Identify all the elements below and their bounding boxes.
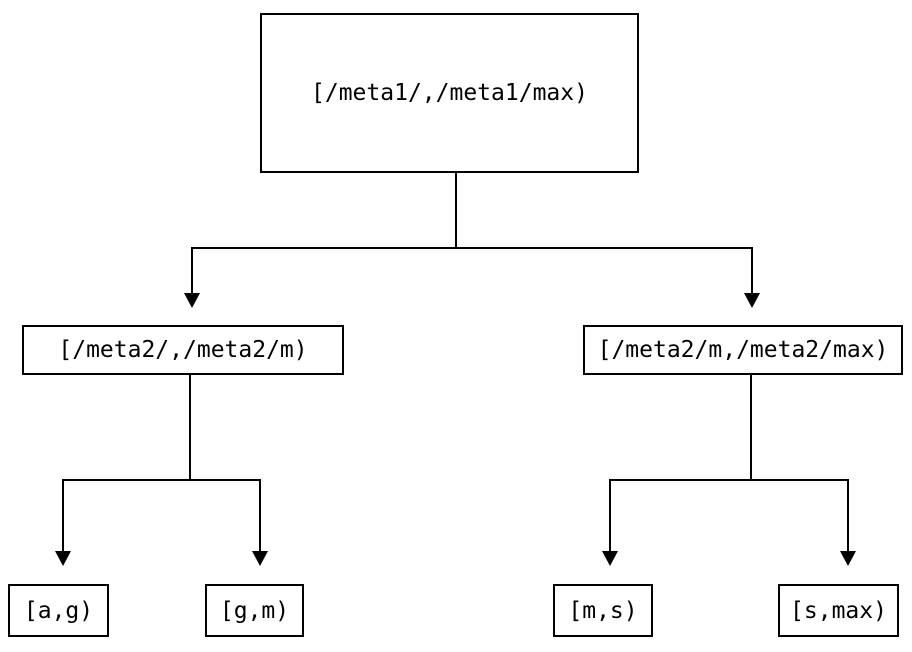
- edge-root-to-left: [191, 247, 193, 294]
- edge-root-crossbar: [191, 247, 753, 249]
- edge-left-stem: [189, 375, 191, 481]
- edge-left-to-leaf-ag: [62, 479, 64, 552]
- tree-leaf-gm: [g,m): [205, 584, 304, 637]
- tree-leaf-ms-label: [m,s): [568, 597, 638, 624]
- edge-left-to-leaf-gm: [259, 479, 261, 552]
- edge-root-stem: [455, 172, 457, 249]
- arrowhead-down-icon: [602, 551, 618, 566]
- tree-leaf-smax: [s,max): [778, 584, 899, 637]
- edge-right-stem: [750, 375, 752, 481]
- arrowhead-down-icon: [840, 551, 856, 566]
- arrowhead-down-icon: [744, 293, 760, 308]
- edge-right-to-leaf-ms: [609, 479, 611, 552]
- tree-node-root: [/meta1/,/meta1/max): [260, 13, 639, 173]
- arrowhead-down-icon: [252, 551, 268, 566]
- tree-node-meta2-high-label: [/meta2/m,/meta2/max): [597, 337, 889, 363]
- tree-leaf-smax-label: [s,max): [790, 597, 887, 624]
- edge-root-to-right: [751, 247, 753, 294]
- tree-node-meta2-high: [/meta2/m,/meta2/max): [583, 325, 903, 375]
- tree-leaf-ag-label: [a,g): [23, 597, 94, 624]
- tree-node-meta2-low: [/meta2/,/meta2/m): [22, 325, 344, 375]
- arrowhead-down-icon: [184, 293, 200, 308]
- tree-leaf-gm-label: [g,m): [219, 597, 290, 624]
- tree-node-root-label: [/meta1/,/meta1/max): [311, 80, 588, 106]
- edge-left-crossbar: [62, 479, 261, 481]
- tree-node-meta2-low-label: [/meta2/,/meta2/m): [58, 337, 308, 363]
- arrowhead-down-icon: [55, 551, 71, 566]
- edge-right-to-leaf-smax: [847, 479, 849, 552]
- edge-right-crossbar: [609, 479, 849, 481]
- tree-leaf-ms: [m,s): [553, 584, 653, 637]
- tree-leaf-ag: [a,g): [8, 584, 109, 637]
